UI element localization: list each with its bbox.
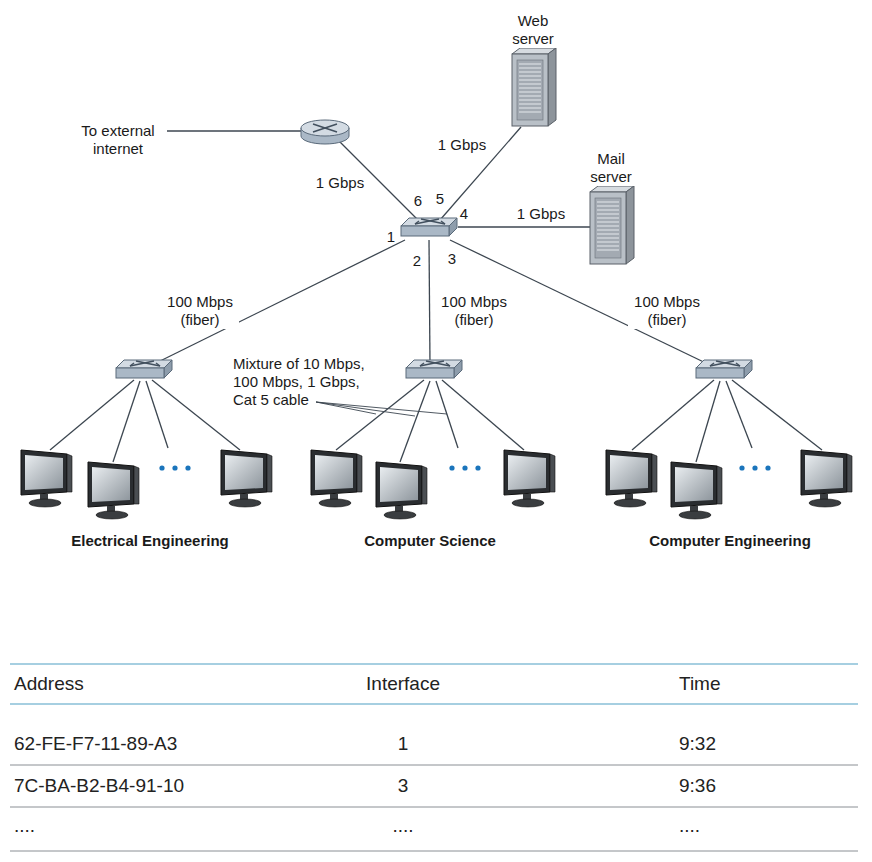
table-cell: 1 <box>398 733 409 755</box>
table-header: Address <box>14 673 84 695</box>
router-icon <box>301 120 349 144</box>
switch-icon <box>401 218 457 236</box>
port-number: 1 <box>387 228 395 246</box>
external-link-label: To external internet <box>68 122 168 158</box>
switch-icon <box>406 360 462 378</box>
port-number: 6 <box>414 192 422 210</box>
table-cell: 62-FE-F7-11-89-A3 <box>14 733 177 755</box>
department-name: Computer Science <box>364 532 496 550</box>
server-node: Web server <box>498 12 568 130</box>
server-name: Mail server <box>578 150 644 186</box>
link-speed: 100 Mbps (fiber) <box>435 293 513 329</box>
port-number: 3 <box>448 250 456 268</box>
table-cell: 9:32 <box>679 733 716 755</box>
ellipsis-dots <box>159 465 770 470</box>
pc-icons <box>21 450 852 519</box>
server-node: Mail server <box>576 150 646 268</box>
link-lines <box>50 127 822 462</box>
link-speed: 100 Mbps (fiber) <box>161 293 239 329</box>
server-name: Web server <box>500 12 566 48</box>
server-icon <box>576 186 646 268</box>
link-speed: 100 Mbps (fiber) <box>628 293 706 329</box>
table-cell: 3 <box>398 775 409 797</box>
table-cell: .... <box>679 815 700 837</box>
server-icon <box>498 48 568 130</box>
table-cell: .... <box>392 815 413 837</box>
leader-lines <box>316 402 447 416</box>
table-cell: 9:36 <box>679 775 716 797</box>
link-speed: 1 Gbps <box>314 174 366 192</box>
table-rules <box>10 664 858 851</box>
table-header: Time <box>679 673 721 695</box>
table-cell: .... <box>14 815 35 837</box>
port-number: 2 <box>413 252 421 270</box>
department-name: Computer Engineering <box>649 532 811 550</box>
port-number: 5 <box>436 190 444 208</box>
table-header: Interface <box>366 673 440 695</box>
department-name: Electrical Engineering <box>71 532 229 550</box>
link-speed: 1 Gbps <box>515 205 567 223</box>
cable-note: Mixture of 10 Mbps, 100 Mbps, 1 Gbps, Ca… <box>233 355 373 409</box>
port-number: 4 <box>460 205 468 223</box>
table-cell: 7C-BA-B2-B4-91-10 <box>14 775 184 797</box>
switch-icon <box>116 360 172 378</box>
link-speed: 1 Gbps <box>436 136 488 154</box>
switch-icon <box>696 360 752 378</box>
